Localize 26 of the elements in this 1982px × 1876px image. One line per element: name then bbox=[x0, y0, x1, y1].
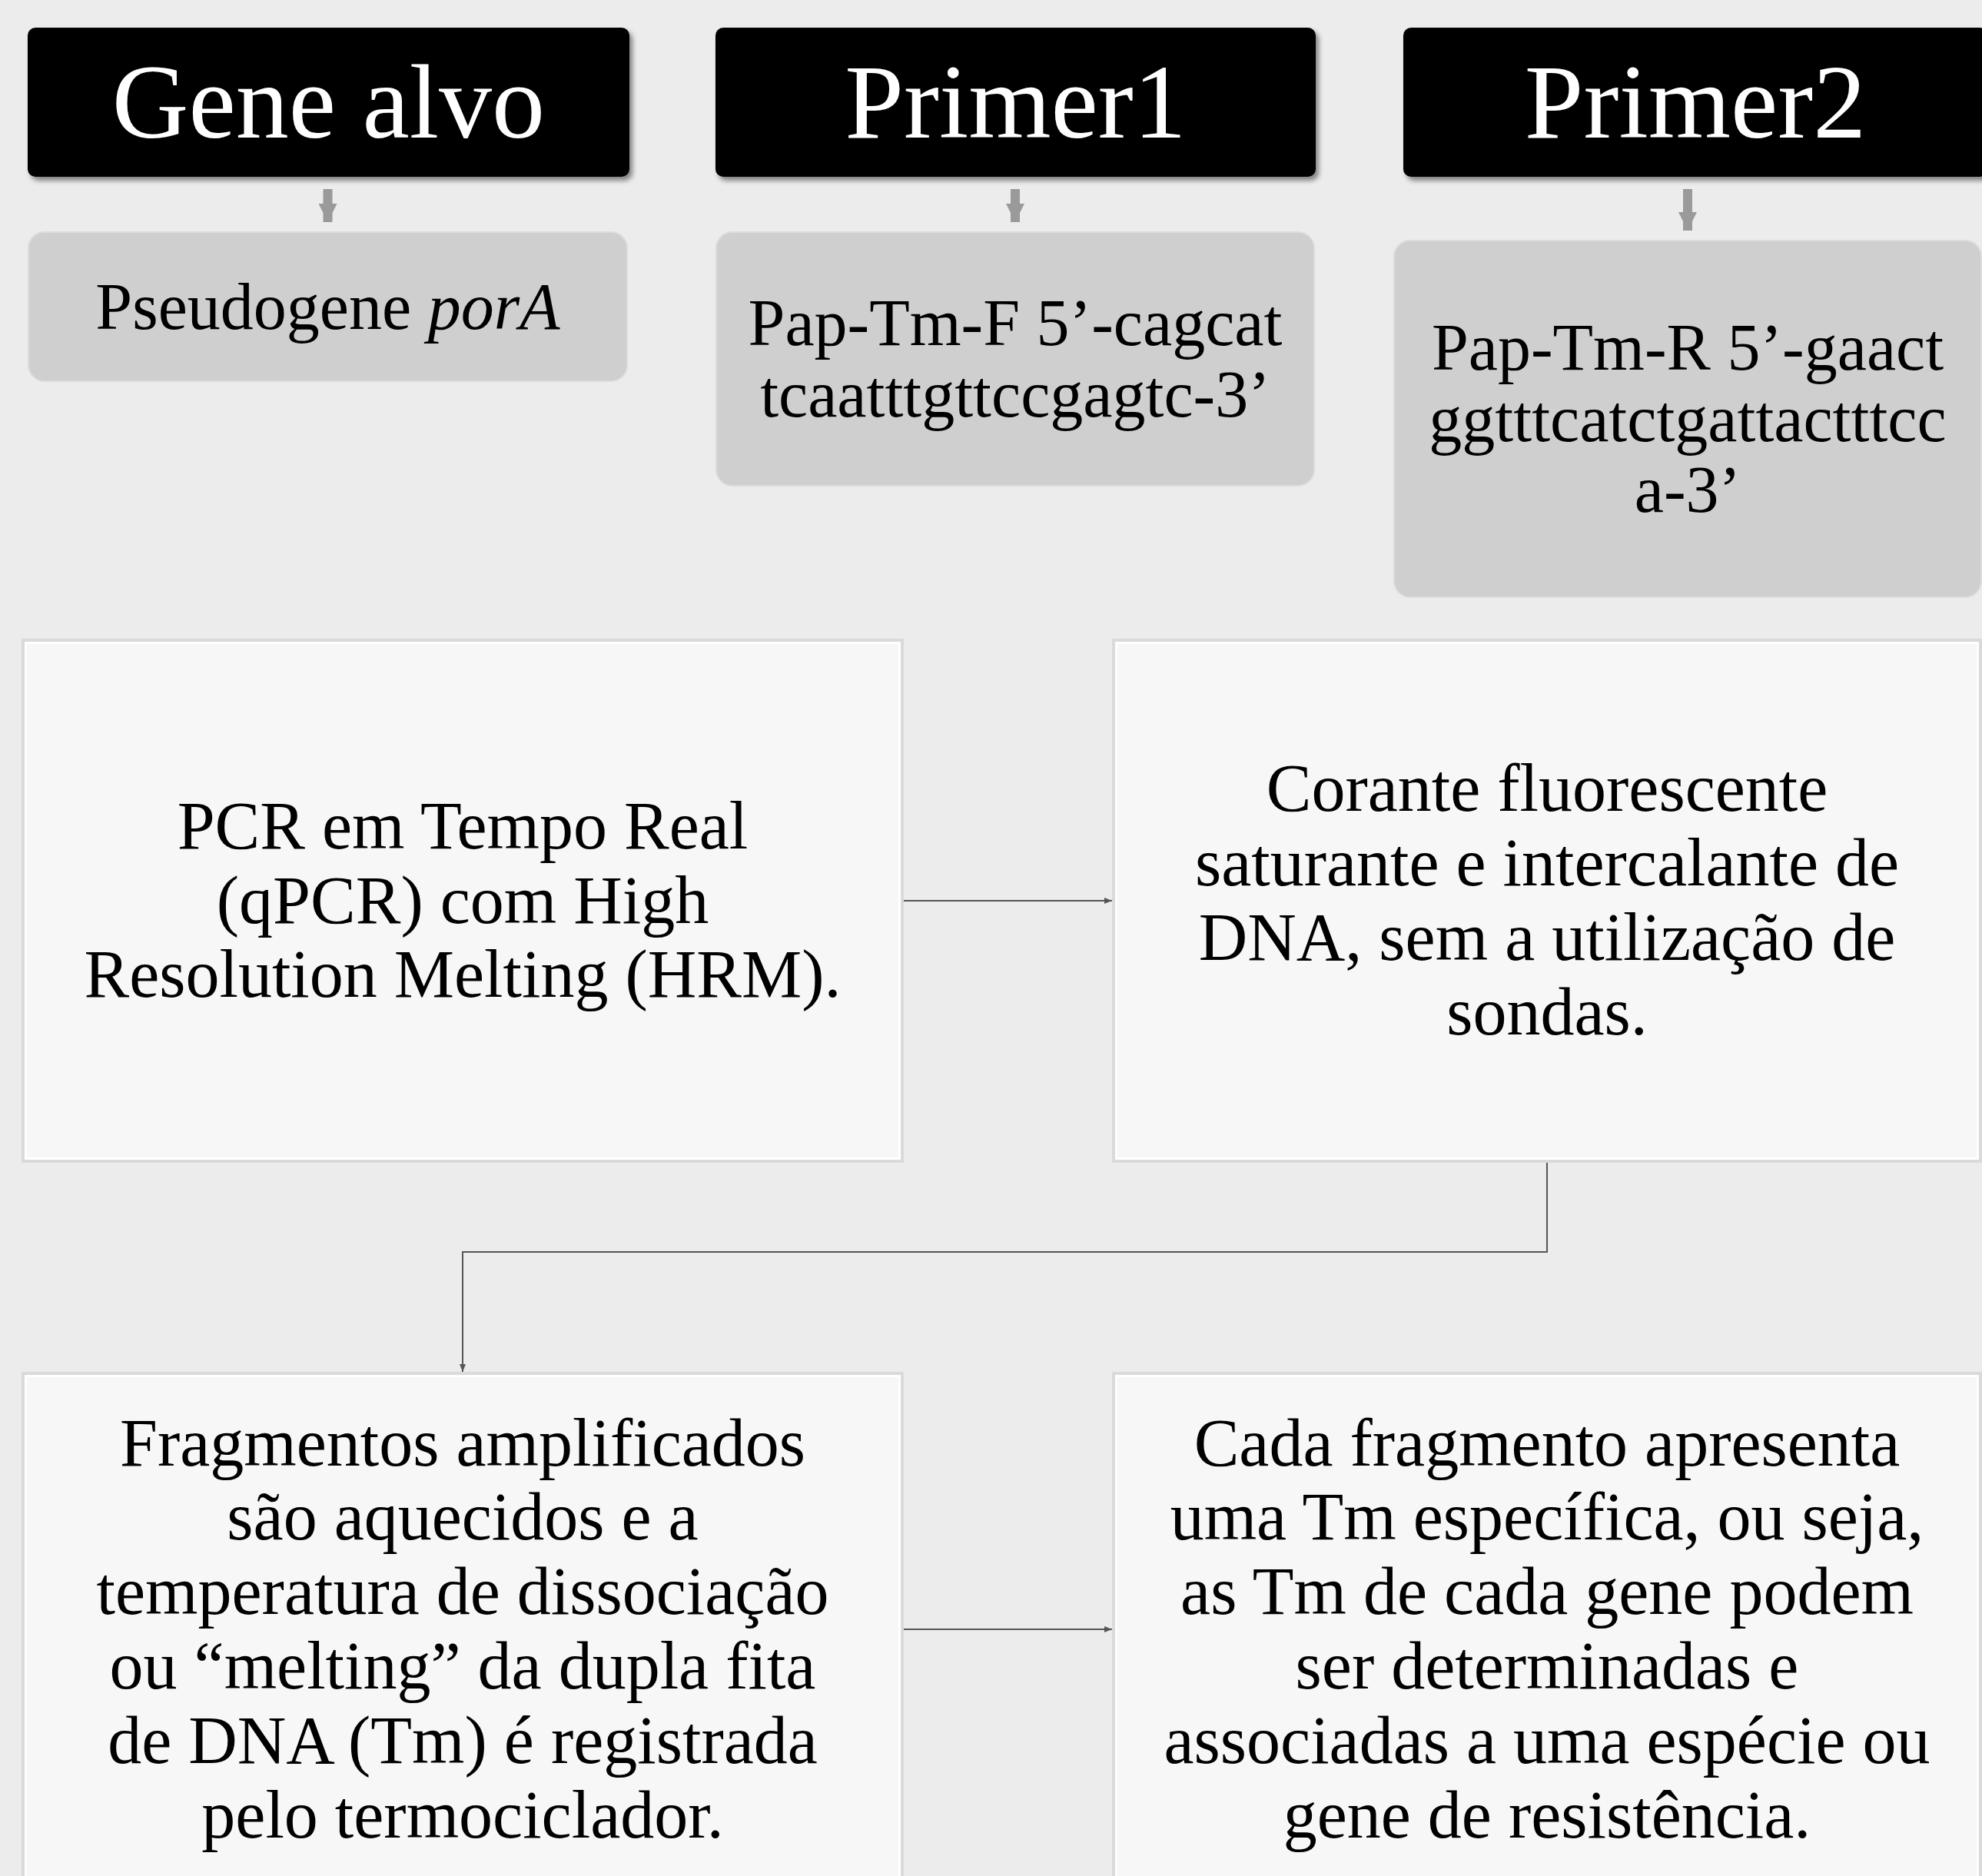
box-text: Cada fragmento apresenta uma Tm específica, ou seja, as Tm de cada gene podem ser determinadas e associadas a uma espécie ou gene de resistência. bbox=[1163, 1406, 1931, 1853]
box-text: Corante fluorescente saturante e intercalante de DNA, sem a utilização de sondas. bbox=[1194, 752, 1901, 1050]
primer-box bbox=[28, 231, 628, 382]
box-text: Primer2 bbox=[1524, 49, 1867, 155]
box-text: Pap-Tm-F 5’-cagcattcaatttgttccgagtc-3’ bbox=[747, 287, 1283, 430]
box-text: Fragmentos amplificados são aquecidos e a temperatura de dissociação ou “melting” da dupla fita de DNA (Tm) é registrada pelo termociclador. bbox=[95, 1406, 830, 1853]
arrow bbox=[318, 189, 337, 222]
header-box bbox=[715, 28, 1316, 177]
process-box bbox=[1112, 639, 1982, 1163]
arrow bbox=[903, 1626, 1113, 1632]
header-box bbox=[28, 28, 629, 177]
primer-box bbox=[1393, 240, 1982, 598]
header-box bbox=[1403, 28, 1982, 177]
arrow bbox=[1006, 189, 1024, 222]
box-text: Primer1 bbox=[845, 49, 1187, 155]
primer-box bbox=[715, 231, 1315, 486]
process-box bbox=[1112, 1372, 1982, 1876]
process-box bbox=[22, 639, 904, 1163]
box-text: Pseudogene porA bbox=[95, 271, 560, 343]
box-text: Gene alvo bbox=[111, 49, 546, 155]
arrow bbox=[903, 898, 1113, 904]
box-text: PCR em Tempo Real (qPCR) com High Resolution Melting (HRM). bbox=[83, 789, 842, 1013]
box-text: Pap-Tm-R 5’-gaactggtttcatctgattactttcca-3’ bbox=[1428, 311, 1947, 526]
process-box bbox=[22, 1372, 904, 1876]
arrow bbox=[1678, 189, 1697, 231]
arrow bbox=[460, 1162, 1548, 1373]
